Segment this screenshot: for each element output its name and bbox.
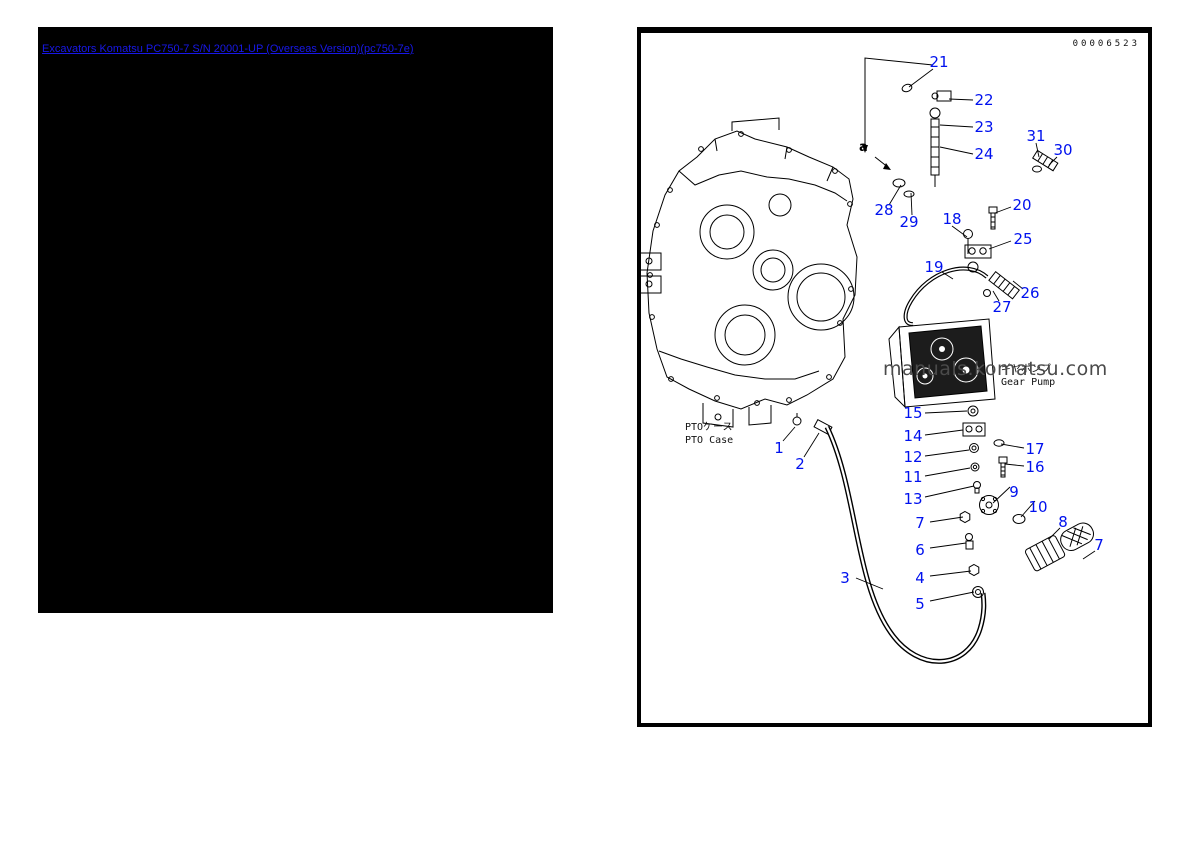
manual-title-link[interactable]: Excavators Komatsu PC750-7 S/N 20001-UP … [42, 43, 414, 55]
diagram-frame [637, 27, 1152, 727]
gear-pump-drawing [888, 318, 996, 409]
gear-pump-label-en: Gear Pump [1001, 377, 1056, 388]
left-image-panel: Excavators Komatsu PC750-7 S/N 20001-UP … [38, 27, 553, 613]
view-marker-a: a [859, 140, 868, 155]
pto-case-drawing [638, 117, 858, 435]
pto-case-label: PTOケース PTO Case [685, 421, 733, 447]
figure-code: 00006523 [1072, 39, 1140, 49]
filter-drawing [1024, 522, 1094, 572]
parts-diagram-panel: 00006523 PTOケース PTO Case ギヤポンプ Gear Pump… [637, 27, 1152, 727]
gear-pump-label-jp: ギヤポンプ [1001, 364, 1051, 375]
watermark: manuals.komatsu.com [883, 358, 1108, 380]
upper-fittings-drawing [862, 57, 1059, 300]
pto-case-label-jp: PTOケース [685, 422, 733, 433]
gear-pump-label: ギヤポンプ Gear Pump [1001, 363, 1055, 389]
parts-diagram-drawing [637, 27, 1152, 727]
leader-lines [782, 68, 1096, 602]
pto-case-label-en: PTO Case [685, 435, 734, 446]
fitting-column-drawing [959, 405, 1026, 598]
